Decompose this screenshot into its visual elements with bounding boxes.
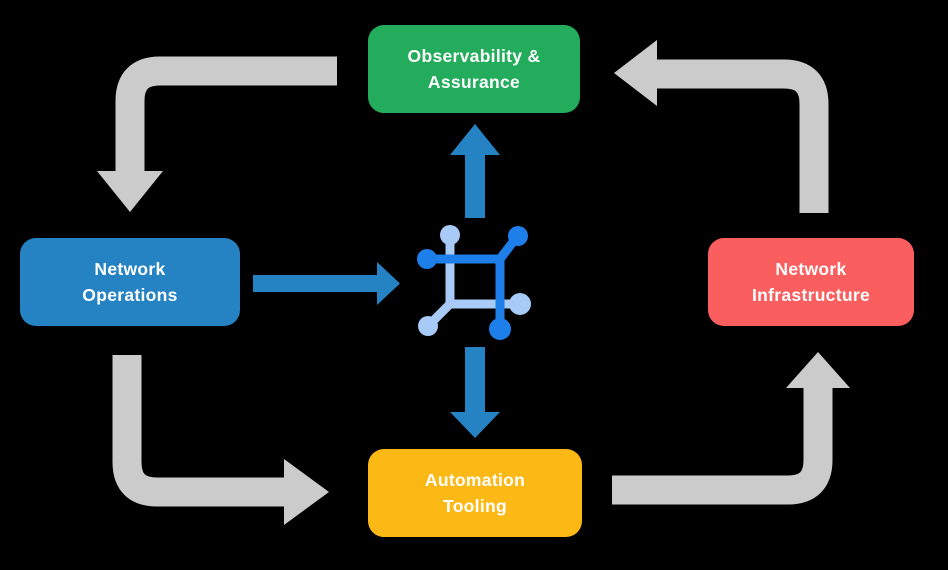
blue-arrow-center-to-automation (450, 347, 500, 438)
blue-arrow-operations-to-center (253, 262, 400, 305)
node-automation-tooling: Automation Tooling (368, 449, 582, 537)
node-automation-label: Automation Tooling (424, 470, 526, 516)
gray-arrow-infrastructure-to-observability (614, 40, 829, 213)
blue-arrow-center-to-observability (450, 124, 500, 218)
node-observability-assurance: Observability & Assurance (368, 25, 580, 113)
network-mesh-icon (417, 225, 531, 340)
node-network-operations: Network Operations (20, 238, 240, 326)
node-infrastructure-label: Network Infrastructure (752, 259, 870, 305)
node-observability-label: Observability & Assurance (407, 46, 541, 92)
gray-arrow-automation-to-infrastructure (612, 352, 850, 505)
node-network-infrastructure: Network Infrastructure (708, 238, 914, 326)
gray-arrow-observability-to-operations (97, 56, 337, 212)
node-operations-label: Network Operations (82, 259, 178, 305)
gray-arrow-operations-to-automation (112, 355, 329, 525)
